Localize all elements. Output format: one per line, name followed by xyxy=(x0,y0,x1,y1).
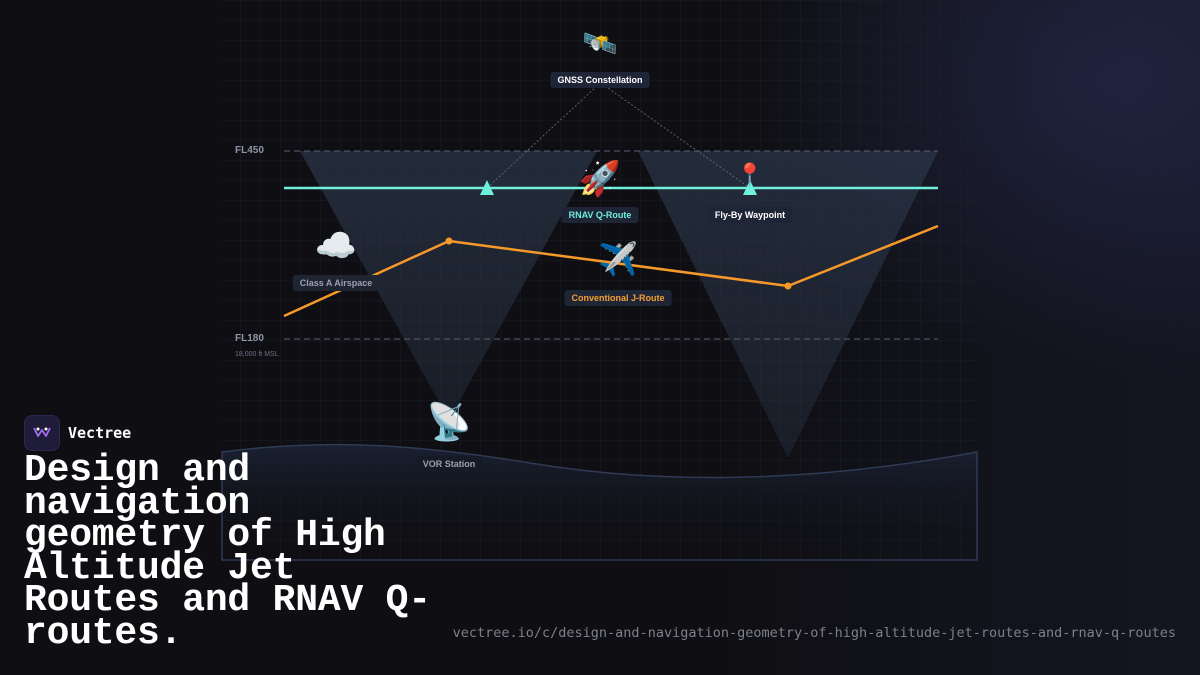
page-title: Design and navigation geometry of High A… xyxy=(24,449,431,655)
ground-surface xyxy=(221,443,978,561)
gnss-signal-left xyxy=(486,85,598,189)
gnss-constellation-label: GNSS Constellation xyxy=(550,72,650,88)
rocket-icon: 🚀 xyxy=(578,160,622,198)
cloud-icon: ☁️ xyxy=(314,227,358,265)
fl180-sublabel: 18,000 ft MSL xyxy=(235,351,279,358)
rnav-waypoint-triangle-left xyxy=(480,180,494,195)
conventional-j-route-label: Conventional J-Route xyxy=(564,290,672,306)
map-pin-icon: 📍 xyxy=(736,162,764,187)
class-a-airspace-label: Class A Airspace xyxy=(292,275,380,291)
rnav-q-route-label: RNAV Q-Route xyxy=(561,207,639,223)
waypoint-signal-cone xyxy=(638,151,938,458)
j-route-fix-2 xyxy=(784,282,792,290)
brand-name: Vectree xyxy=(68,424,132,442)
rnav-waypoint-triangle-right xyxy=(743,180,757,195)
fl450-label: FL450 xyxy=(235,145,264,156)
satellite-dish-icon: 📡 xyxy=(426,401,472,442)
gnss-signal-right xyxy=(604,85,751,189)
j-route-fix-1 xyxy=(445,237,453,245)
airplane-icon: ✈️ xyxy=(598,241,638,277)
fly-by-waypoint-label: Fly-By Waypoint xyxy=(707,207,793,223)
vor-station-label: VOR Station xyxy=(415,456,483,472)
vor-signal-cone xyxy=(300,151,597,420)
vectree-logo-icon xyxy=(24,415,60,451)
page-url: vectree.io/c/design-and-navigation-geome… xyxy=(452,625,1176,641)
satellite-icon: 🛰️ xyxy=(582,28,618,59)
brand: Vectree xyxy=(24,415,131,451)
fl180-label: FL180 xyxy=(235,333,264,344)
